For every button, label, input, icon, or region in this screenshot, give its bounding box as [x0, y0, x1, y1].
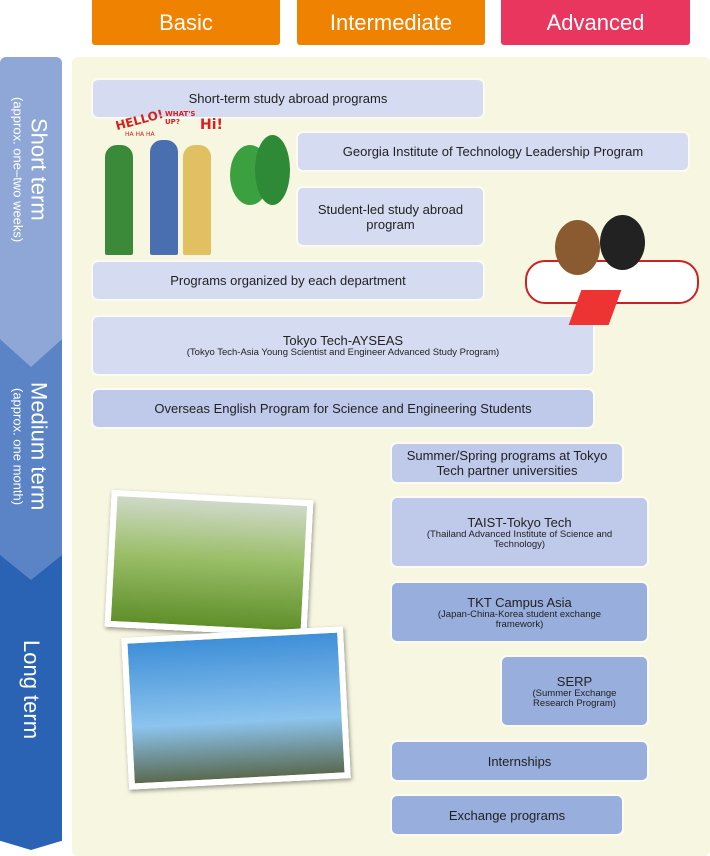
program-title: Short-term study abroad programs — [188, 91, 388, 106]
speech-hello: HELLO! — [114, 106, 165, 134]
program-subtitle: (Japan-China-Korea student exchange fram… — [437, 608, 602, 630]
program-title: Programs organized by each department — [170, 273, 406, 288]
program-internships: Internships — [392, 742, 647, 780]
program-ayseas: Tokyo Tech-AYSEAS(Tokyo Tech-Asia Young … — [93, 317, 593, 374]
program-title: Exchange programs — [448, 807, 566, 823]
term-long-title: Long term — [19, 640, 44, 740]
speech-hi: Hi! — [200, 117, 223, 133]
program-title: Tokyo Tech-AYSEAS — [282, 333, 404, 348]
term-long: Long term — [0, 540, 62, 850]
campus-photo — [104, 489, 314, 638]
program-title: Summer/Spring programs at Tokyo Tech par… — [406, 448, 608, 478]
program-subtitle: (Tokyo Tech-Asia Young Scientist and Eng… — [186, 347, 500, 358]
speech-haha: HA HA HA — [125, 131, 155, 138]
program-short-term: Short-term study abroad programs — [93, 80, 483, 117]
speech-whats-up: WHAT'S UP? — [165, 110, 196, 126]
program-georgia-tech: Georgia Institute of Technology Leadersh… — [298, 133, 688, 170]
students-illustration: HELLO! HA HA HA WHAT'S UP? Hi! — [95, 105, 295, 265]
term-short-title: Short term — [26, 118, 52, 221]
program-summer-spring: Summer/Spring programs at Tokyo Tech par… — [392, 444, 622, 482]
program-serp: SERP(Summer Exchange Research Program) — [502, 657, 647, 725]
program-subtitle: (Summer Exchange Research Program) — [532, 687, 617, 709]
level-advanced: Advanced — [501, 0, 690, 45]
program-tkt-campus-asia: TKT Campus Asia(Japan-China-Korea studen… — [392, 583, 647, 641]
level-basic: Basic — [92, 0, 280, 45]
term-medium-sub: (approx. one month) — [10, 387, 26, 505]
term-short: Short term(approx. one–two weeks) — [0, 57, 62, 367]
program-title: TAIST-Tokyo Tech — [467, 514, 572, 530]
program-title: Overseas English Program for Science and… — [154, 401, 532, 416]
program-title: SERP — [556, 673, 593, 689]
airplane-illustration — [515, 210, 700, 330]
term-medium: Medium term(approx. one month) — [0, 330, 62, 580]
program-overseas-english: Overseas English Program for Science and… — [93, 390, 593, 427]
term-medium-title: Medium term — [26, 382, 52, 511]
program-subtitle: (Thailand Advanced Institute of Science … — [426, 528, 613, 550]
program-title: Student-led study abroad program — [317, 201, 464, 232]
jumping-students-photo — [121, 626, 351, 790]
program-title: Internships — [487, 753, 552, 769]
program-title: TKT Campus Asia — [467, 594, 572, 610]
level-intermediate: Intermediate — [297, 0, 485, 45]
term-short-sub: (approx. one–two weeks) — [10, 97, 26, 243]
program-taist: TAIST-Tokyo Tech(Thailand Advanced Insti… — [392, 498, 647, 566]
program-title: Georgia Institute of Technology Leadersh… — [342, 144, 644, 159]
program-exchange: Exchange programs — [392, 796, 622, 834]
program-student-led: Student-led study abroad program — [298, 188, 483, 245]
program-department: Programs organized by each department — [93, 262, 483, 299]
